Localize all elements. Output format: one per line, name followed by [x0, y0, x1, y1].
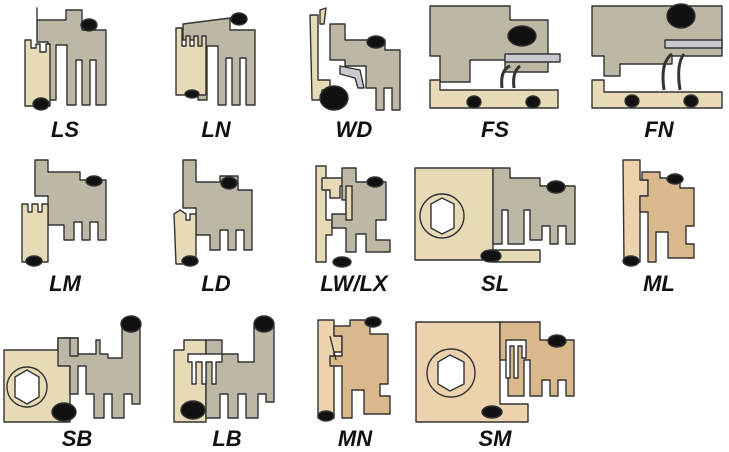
seal-label-ls: LS — [50, 117, 80, 142]
o-ring — [525, 95, 541, 109]
o-ring — [546, 180, 566, 194]
seal-lw-lx — [315, 165, 391, 268]
seal-fn — [591, 3, 723, 109]
o-ring — [366, 35, 386, 49]
o-ring — [364, 316, 382, 328]
seal-ld — [173, 159, 253, 267]
o-ring — [319, 85, 349, 111]
seal-label-ln: LN — [201, 117, 231, 142]
o-ring — [480, 249, 502, 263]
o-ring — [332, 256, 352, 268]
seal-sm — [415, 321, 575, 423]
seal-label-sm: SM — [478, 426, 512, 451]
o-ring — [666, 173, 684, 185]
seal-label-lb: LB — [212, 426, 242, 451]
seal-label-fn: FN — [644, 117, 674, 142]
seal-ls — [24, 7, 107, 111]
seal-fs — [429, 5, 561, 109]
seal-label-sl: SL — [480, 271, 510, 296]
seal-ml — [622, 159, 695, 267]
o-ring — [253, 315, 275, 333]
o-ring — [230, 12, 248, 26]
seal-label-sb: SB — [61, 426, 93, 451]
seal-sl — [414, 167, 576, 263]
o-ring — [80, 18, 98, 32]
o-ring — [220, 176, 238, 190]
seal-label-mn: MN — [337, 426, 373, 451]
seal-ln — [175, 12, 256, 106]
seal-label-lm: LM — [49, 271, 81, 296]
o-ring — [85, 175, 103, 187]
o-ring — [51, 402, 77, 422]
seal-mn — [317, 316, 391, 422]
o-ring — [622, 255, 640, 267]
o-ring — [32, 97, 50, 111]
o-ring — [466, 95, 482, 109]
o-ring — [624, 94, 640, 108]
seal-sb — [3, 315, 142, 423]
o-ring — [317, 410, 335, 422]
o-ring — [180, 400, 206, 420]
seal-label-ml: ML — [643, 271, 675, 296]
o-ring — [25, 255, 43, 267]
seal-wd — [309, 7, 401, 111]
o-ring — [666, 3, 696, 29]
seal-label-fs: FS — [480, 117, 510, 142]
o-ring — [481, 405, 503, 419]
seal-label-ld: LD — [201, 271, 231, 296]
o-ring — [120, 315, 142, 333]
o-ring — [366, 176, 384, 188]
o-ring — [547, 334, 567, 348]
seal-lm — [21, 159, 107, 267]
o-ring — [181, 255, 199, 267]
seal-label-wd: WD — [335, 117, 373, 142]
seal-lb — [173, 315, 275, 423]
o-ring — [507, 25, 537, 47]
o-ring — [184, 89, 200, 99]
seal-label-lw-lx: LW/LX — [320, 271, 388, 296]
o-ring — [683, 94, 699, 108]
